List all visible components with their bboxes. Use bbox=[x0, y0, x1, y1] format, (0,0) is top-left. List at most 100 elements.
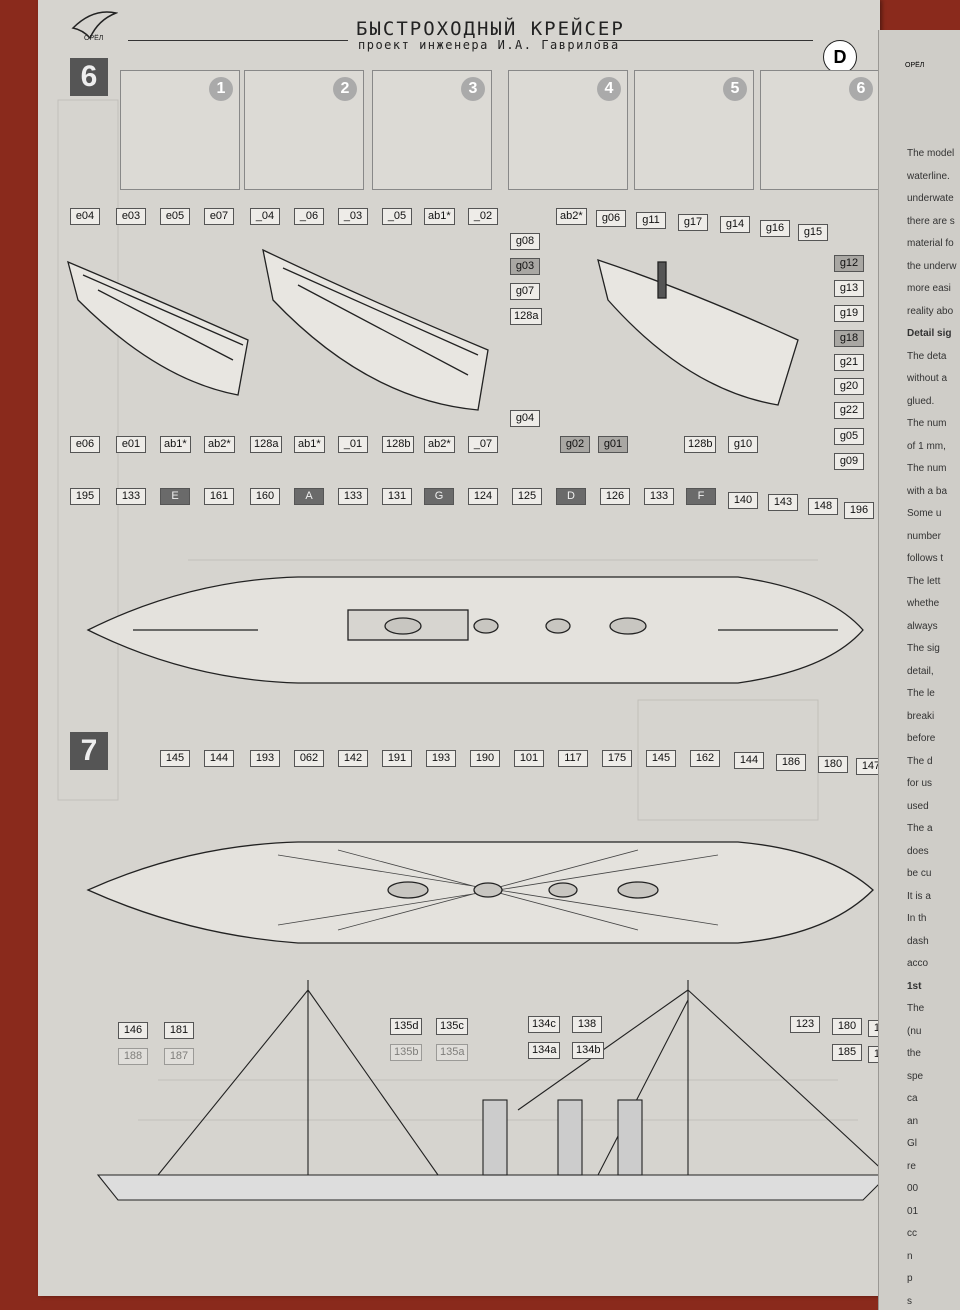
part-label: 135d bbox=[390, 1018, 423, 1035]
part-label: _01 bbox=[338, 436, 368, 453]
text-line: there are s bbox=[907, 215, 955, 227]
part-label: g13 bbox=[834, 280, 864, 297]
part-label: _02 bbox=[468, 208, 498, 225]
text-line: dash bbox=[907, 935, 929, 947]
part-label: 193 bbox=[250, 750, 280, 767]
part-label: g10 bbox=[728, 436, 758, 453]
step-6-panel: 6 bbox=[760, 70, 880, 190]
part-label: g02 bbox=[560, 436, 590, 453]
part-label: 128b bbox=[684, 436, 717, 453]
text-line: an bbox=[907, 1115, 919, 1127]
part-label: _06 bbox=[294, 208, 324, 225]
part-label: 125 bbox=[512, 488, 542, 505]
panel-number: 3 bbox=[461, 77, 485, 101]
part-label: g05 bbox=[834, 428, 864, 445]
text-line: s bbox=[907, 1295, 912, 1307]
step-6-panel: 4 bbox=[508, 70, 628, 190]
part-label: g07 bbox=[510, 283, 540, 300]
part-label: _05 bbox=[382, 208, 412, 225]
right-logo: ОРЁЛ bbox=[905, 62, 925, 69]
part-label: 162 bbox=[690, 750, 720, 767]
orel-logo bbox=[68, 8, 118, 48]
text-line: number bbox=[907, 530, 941, 542]
part-label: 140 bbox=[728, 492, 758, 509]
panel-number: 2 bbox=[333, 77, 357, 101]
part-label: ab1* bbox=[160, 436, 191, 453]
part-label: _07 bbox=[468, 436, 498, 453]
part-label: g19 bbox=[834, 305, 864, 322]
text-line: 1st bbox=[907, 980, 922, 992]
step-6-number: 6 bbox=[70, 58, 108, 96]
part-label: g20 bbox=[834, 378, 864, 395]
text-line: more easi bbox=[907, 283, 951, 294]
page-letter-badge: D bbox=[823, 40, 857, 74]
part-label: 123 bbox=[790, 1016, 820, 1033]
text-line: used bbox=[907, 800, 929, 812]
text-line: The sig bbox=[907, 643, 940, 654]
instruction-page: ОРЁЛ БЫСТРОХОДНЫЙ КРЕЙСЕР проект инженер… bbox=[38, 0, 880, 1296]
header-rule-right bbox=[598, 40, 813, 41]
part-label: 147 bbox=[856, 758, 880, 775]
part-label: ab1* bbox=[294, 436, 325, 453]
part-label: 131 bbox=[382, 488, 412, 505]
text-line: 01 bbox=[907, 1205, 919, 1217]
part-label: e03 bbox=[116, 208, 146, 225]
text-line: ca bbox=[907, 1093, 918, 1104]
part-label: g11 bbox=[636, 212, 666, 229]
part-label: 195 bbox=[70, 488, 100, 505]
part-label: E bbox=[160, 488, 190, 505]
part-label: g06 bbox=[596, 210, 626, 227]
text-line: glued. bbox=[907, 395, 935, 407]
text-line: cc bbox=[907, 1228, 917, 1239]
part-label: 135b bbox=[390, 1044, 423, 1061]
part-label: A bbox=[294, 488, 324, 505]
text-line: material fo bbox=[907, 238, 954, 249]
part-label: 180 bbox=[832, 1018, 862, 1035]
text-line: of 1 mm, bbox=[907, 440, 946, 452]
part-label: 124 bbox=[468, 488, 498, 505]
part-label: 134b bbox=[572, 1042, 605, 1059]
part-label: 128a bbox=[250, 436, 283, 453]
header-rule-left bbox=[128, 40, 348, 41]
page-drawings bbox=[57, 79, 880, 1201]
text-line: with a ba bbox=[907, 485, 948, 497]
text-line: The num bbox=[907, 463, 947, 474]
part-label: 128b bbox=[382, 436, 415, 453]
part-label: g01 bbox=[598, 436, 628, 453]
part-label: 160 bbox=[250, 488, 280, 505]
text-line: p bbox=[907, 1273, 913, 1284]
part-label: 145 bbox=[160, 750, 190, 767]
text-line: The bbox=[907, 1003, 925, 1014]
part-label: g21 bbox=[834, 354, 864, 371]
step-7-number: 7 bbox=[70, 732, 108, 770]
part-label: 190 bbox=[470, 750, 500, 767]
step-6-panel: 3 bbox=[372, 70, 492, 190]
part-label: 135c bbox=[436, 1018, 468, 1035]
text-line: It is a bbox=[907, 890, 931, 902]
text-line: detail, bbox=[907, 665, 934, 677]
part-label: 189 bbox=[868, 1046, 880, 1063]
part-label: 133 bbox=[116, 488, 146, 505]
part-label: e06 bbox=[70, 436, 100, 453]
part-label: 117 bbox=[558, 750, 588, 767]
part-label: 144 bbox=[734, 752, 764, 769]
text-line: 00 bbox=[907, 1183, 919, 1194]
part-label: 186 bbox=[776, 754, 806, 771]
part-label: _03 bbox=[338, 208, 368, 225]
text-line: always bbox=[907, 620, 938, 632]
text-line: for us bbox=[907, 778, 933, 789]
text-line: spe bbox=[907, 1070, 924, 1082]
part-label: g17 bbox=[678, 214, 708, 231]
text-line: be cu bbox=[907, 868, 932, 879]
part-label: 128a bbox=[510, 308, 543, 325]
text-line: In th bbox=[907, 913, 927, 924]
part-label: 185 bbox=[832, 1044, 862, 1061]
text-line: acco bbox=[907, 958, 929, 969]
text-line: The le bbox=[907, 688, 935, 699]
part-label: 134c bbox=[528, 1016, 560, 1033]
panel-number: 6 bbox=[849, 77, 873, 101]
part-label: 181 bbox=[164, 1022, 194, 1039]
text-line: breaki bbox=[907, 710, 935, 722]
part-label: g16 bbox=[760, 220, 790, 237]
